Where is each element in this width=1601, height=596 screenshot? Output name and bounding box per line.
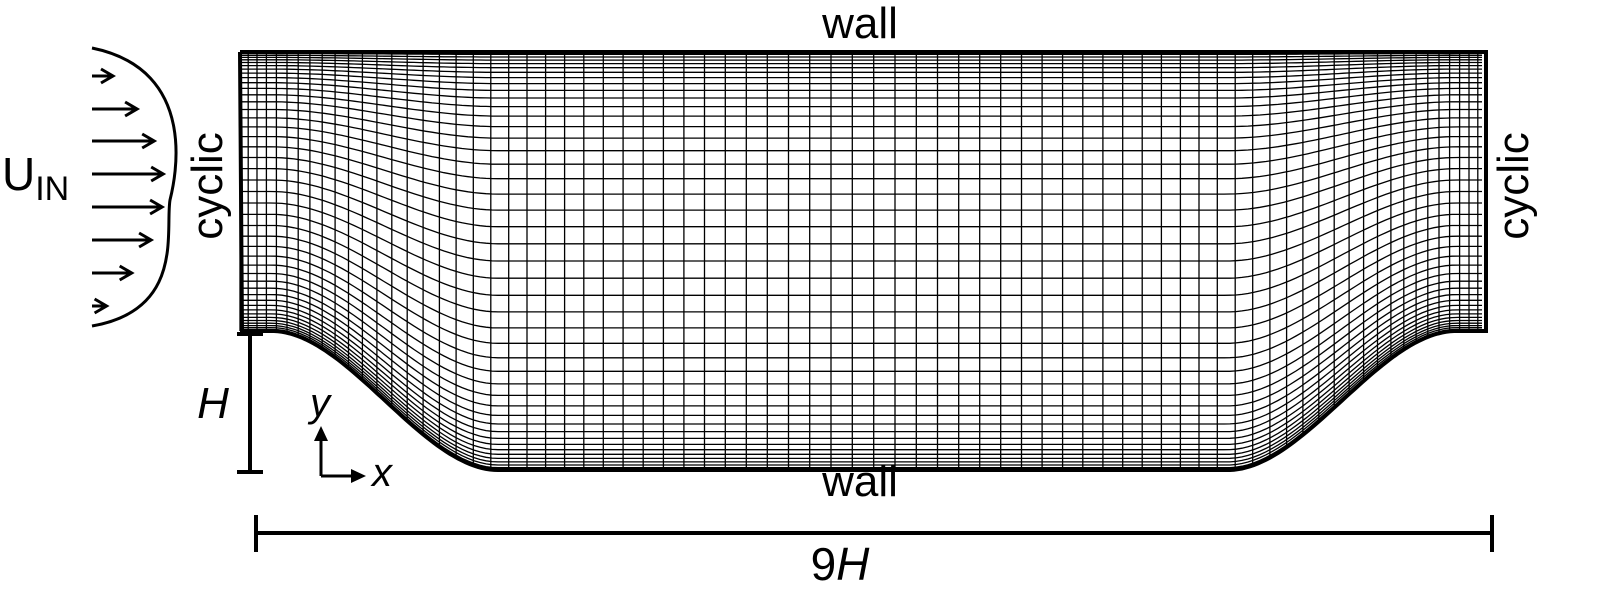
inlet-arrow-head	[149, 198, 166, 216]
mesh-grid-line-horizontal	[240, 322, 1482, 460]
length-dimension	[254, 515, 1494, 552]
mesh-grid-line-horizontal	[240, 167, 1482, 228]
domain-outline	[238, 50, 1488, 472]
mesh-grid-line-horizontal	[240, 313, 1482, 446]
bottom-wall-label: wall	[821, 457, 898, 506]
mesh-grid-line-horizontal	[240, 59, 1482, 65]
mesh-grid-line-horizontal	[240, 235, 1482, 329]
left-cyclic-label: cyclic	[183, 132, 232, 240]
computational-mesh	[239, 51, 1487, 471]
mesh-grid-line-horizontal	[240, 202, 1482, 279]
inlet-arrow-head	[141, 132, 158, 150]
mesh-grid-line-horizontal	[240, 76, 1482, 92]
length-symbol: H	[836, 538, 870, 590]
mesh-grid-line-horizontal	[240, 272, 1482, 385]
mesh-grid-line-horizontal	[240, 324, 1482, 463]
inlet-arrow-head	[138, 231, 155, 249]
mesh-grid-line-horizontal	[240, 293, 1482, 417]
mesh-grid-line-horizontal	[240, 156, 1482, 211]
mesh-grid-line-horizontal	[240, 264, 1482, 372]
mesh-grid-line-horizontal	[240, 327, 1482, 466]
mesh-grid-line-horizontal	[240, 52, 1482, 55]
mesh-grid-line-horizontal	[240, 146, 1482, 195]
mesh-grid-line-horizontal	[240, 87, 1482, 108]
inlet-subscript: IN	[35, 170, 69, 208]
mesh-grid-line-horizontal	[240, 101, 1482, 128]
axis-arrows	[314, 426, 366, 483]
y-axis-label: y	[307, 381, 333, 425]
mesh-grid-line-horizontal	[240, 54, 1482, 58]
top-wall-label: wall	[821, 0, 898, 48]
length-prefix: 9	[811, 538, 837, 590]
inlet-arrow-head	[100, 67, 116, 85]
mesh-grid-line-horizontal	[240, 255, 1482, 359]
mesh-grid-line-horizontal	[240, 280, 1482, 397]
mesh-grid-line-horizontal	[240, 309, 1482, 440]
inlet-arrow-head	[93, 297, 110, 315]
height-label: H	[197, 379, 229, 428]
mesh-grid-line-horizontal	[240, 213, 1482, 296]
inlet-arrow-head	[150, 165, 167, 183]
height-dimension	[237, 332, 263, 474]
mesh-grid-line-horizontal	[240, 64, 1482, 73]
mesh-grid-line-horizontal	[240, 304, 1482, 433]
mesh-grid-line-horizontal	[240, 316, 1482, 451]
mesh-grid-line-horizontal	[240, 190, 1482, 262]
mesh-grid-line-horizontal	[240, 82, 1482, 99]
mesh-grid-line-horizontal	[240, 117, 1482, 152]
mesh-grid-line-horizontal	[240, 319, 1482, 455]
right-cyclic-label: cyclic	[1489, 132, 1538, 240]
inlet-arrow-head	[124, 100, 141, 118]
mesh-grid-line-horizontal	[240, 126, 1482, 165]
inlet-arrows	[92, 67, 167, 315]
mesh-grid-line-horizontal	[240, 68, 1482, 79]
mesh-grid-line-horizontal	[240, 72, 1482, 85]
inlet-profile-curve	[91, 46, 178, 328]
inlet-symbol: U	[2, 148, 35, 200]
mesh-grid-line-horizontal	[240, 61, 1482, 69]
mesh-grid-line-horizontal	[240, 224, 1482, 313]
mesh-grid-line-horizontal	[240, 328, 1482, 469]
inlet-velocity-label: UIN	[2, 148, 69, 208]
mesh-grid-line-horizontal	[240, 287, 1482, 407]
mesh-grid-line-horizontal	[240, 245, 1482, 344]
mesh-grid-line-horizontal	[240, 299, 1482, 425]
mesh-grid-line-horizontal	[240, 56, 1482, 61]
x-axis-label: x	[370, 451, 394, 495]
inlet-velocity-profile	[91, 46, 178, 328]
mesh-grid-line-horizontal	[240, 135, 1482, 180]
inlet-arrow-head	[118, 264, 135, 282]
mesh-grid-line-horizontal	[240, 179, 1482, 245]
length-label: 9H	[811, 538, 871, 590]
mesh-grid-line-horizontal	[240, 108, 1482, 139]
mesh-grid-line-horizontal	[240, 94, 1482, 117]
